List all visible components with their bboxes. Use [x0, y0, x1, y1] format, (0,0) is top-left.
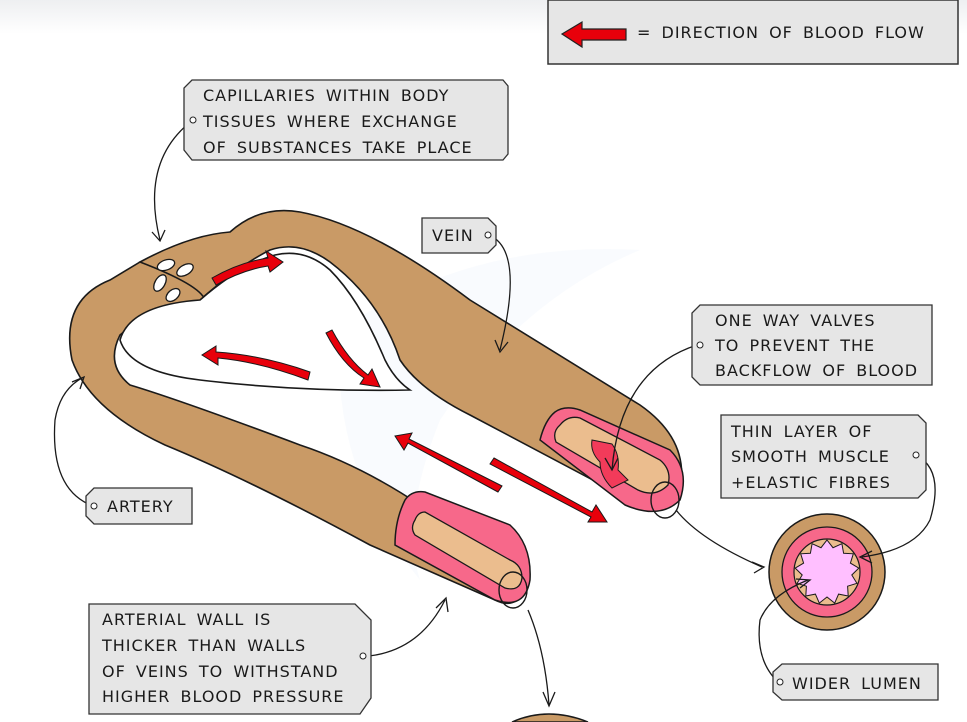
- label-valves: ONE WAY VALVES TO PREVENT THE BACKFLOW O…: [691, 304, 933, 386]
- legend-text: = DIRECTION OF BLOOD FLOW: [637, 23, 925, 42]
- capillary-holes: [153, 258, 194, 303]
- flow-arrow: [201, 345, 311, 381]
- valve-flap: [591, 439, 629, 489]
- label-line: SMOOTH MUSCLE: [731, 447, 890, 466]
- label-artery: ARTERY: [85, 487, 193, 525]
- label-line: +ELASTIC FIBRES: [731, 473, 891, 492]
- lumen-shape: [794, 539, 860, 604]
- flow-arrow: [394, 432, 503, 493]
- label-arterial-wall: ARTERIAL WALL IS THICKER THAN WALLS OF V…: [88, 603, 372, 715]
- label-text: VEIN: [432, 226, 474, 245]
- label-thin-layer: THIN LAYER OF SMOOTH MUSCLE +ELASTIC FIB…: [720, 414, 927, 499]
- label-wider-lumen: WIDER LUMEN: [772, 663, 939, 701]
- flow-arrow: [325, 329, 381, 388]
- label-line: CAPILLARIES WITHIN BODY: [203, 86, 449, 105]
- flow-arrow: [211, 249, 284, 286]
- blood-flow-arrows: [201, 249, 608, 523]
- label-line: THICKER THAN WALLS: [101, 636, 306, 655]
- label-line: HIGHER BLOOD PRESSURE: [102, 687, 345, 706]
- label-line: BACKFLOW OF BLOOD: [715, 361, 918, 380]
- artery-cross-section: [394, 490, 531, 609]
- flow-arrow: [489, 457, 608, 523]
- label-line: ONE WAY VALVES: [715, 311, 876, 330]
- label-line: TO PREVENT THE: [714, 336, 875, 355]
- label-line: OF SUBSTANCES TAKE PLACE: [203, 138, 473, 157]
- leader-lines: [53, 119, 936, 708]
- label-capillaries: CAPILLARIES WITHIN BODY TISSUES WHERE EX…: [183, 79, 509, 161]
- red-left-arrow-icon: [560, 20, 627, 49]
- label-vein: VEIN: [421, 217, 497, 254]
- label-line: TISSUES WHERE EXCHANGE: [202, 112, 458, 131]
- label-line: OF VEINS TO WITHSTAND: [102, 662, 339, 681]
- artery-circle-partial: [511, 713, 589, 722]
- label-text: ARTERY: [107, 497, 174, 516]
- label-line: THIN LAYER OF: [730, 422, 872, 441]
- vein-cross-section: [539, 407, 685, 519]
- label-line: ARTERIAL WALL IS: [102, 610, 271, 629]
- label-text: WIDER LUMEN: [792, 674, 922, 693]
- vein-wall-circle: [768, 513, 886, 631]
- legend-box: = DIRECTION OF BLOOD FLOW: [547, 0, 959, 65]
